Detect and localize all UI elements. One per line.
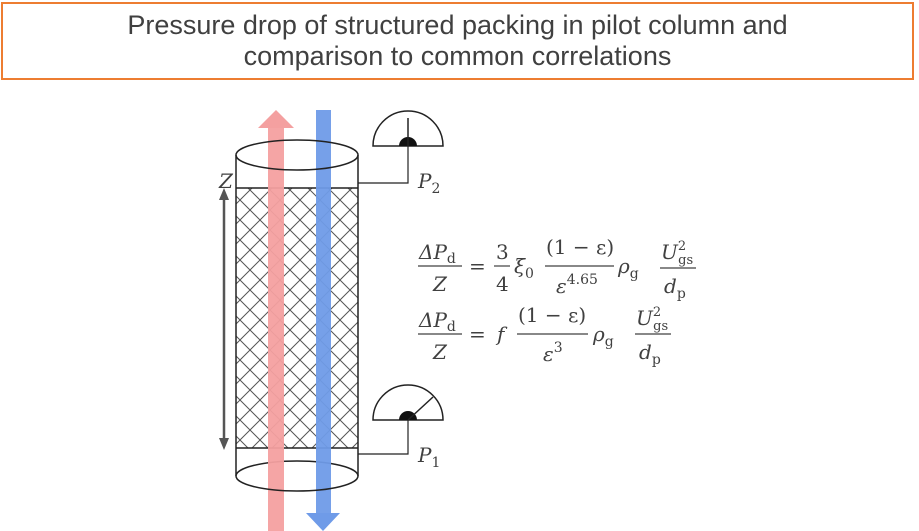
eq2-rho: ρg <box>592 322 614 350</box>
eq2-d: dp <box>639 340 661 368</box>
eq1-xi: ξ0 <box>514 254 534 282</box>
eq2-frac-num: (1 − ε) <box>518 303 586 327</box>
liquid-arrow-head <box>306 513 340 531</box>
bottom-pressure-gauge <box>358 384 444 455</box>
eq1-d: dp <box>664 274 686 302</box>
title-line-1: Pressure drop of structured packing in p… <box>127 10 788 40</box>
title-line-2: comparison to common correlations <box>243 41 672 71</box>
eq1-equals: = <box>469 254 486 278</box>
column-bottom-front <box>235 475 359 492</box>
title-box: Pressure drop of structured packing in p… <box>1 2 914 80</box>
height-arrow-bottom <box>219 438 229 450</box>
column-top-ellipse <box>235 139 359 171</box>
p1-label: P1 <box>417 443 440 471</box>
height-arrow-top <box>219 188 229 200</box>
eq2-equals: = <box>469 322 486 346</box>
eq2-lhs-denominator: Z <box>432 340 448 364</box>
eq1-lhs-denominator: Z <box>432 272 448 296</box>
packing-bed <box>236 188 358 448</box>
eq2-frac-den: ε3 <box>543 340 563 366</box>
height-label: Z <box>218 169 234 193</box>
eq1-rho: ρg <box>617 254 639 282</box>
eq1-coef-den: 4 <box>496 272 509 296</box>
eq1-frac-den: ε4.65 <box>556 272 598 298</box>
eq1-coef-num: 3 <box>496 240 509 264</box>
column-bottom-back <box>235 460 359 477</box>
gas-arrow-shaft <box>268 126 284 531</box>
eq2-lhs-numerator: ΔPd <box>418 308 456 335</box>
gas-arrow-head <box>258 110 294 128</box>
p2-label: P2 <box>417 169 440 197</box>
eq2-f: f <box>495 322 508 346</box>
eq1-frac-num: (1 − ε) <box>546 235 614 259</box>
top-pressure-gauge <box>358 110 444 184</box>
liquid-arrow-shaft <box>316 110 331 515</box>
eq1-lhs-numerator: ΔPd <box>418 240 456 267</box>
